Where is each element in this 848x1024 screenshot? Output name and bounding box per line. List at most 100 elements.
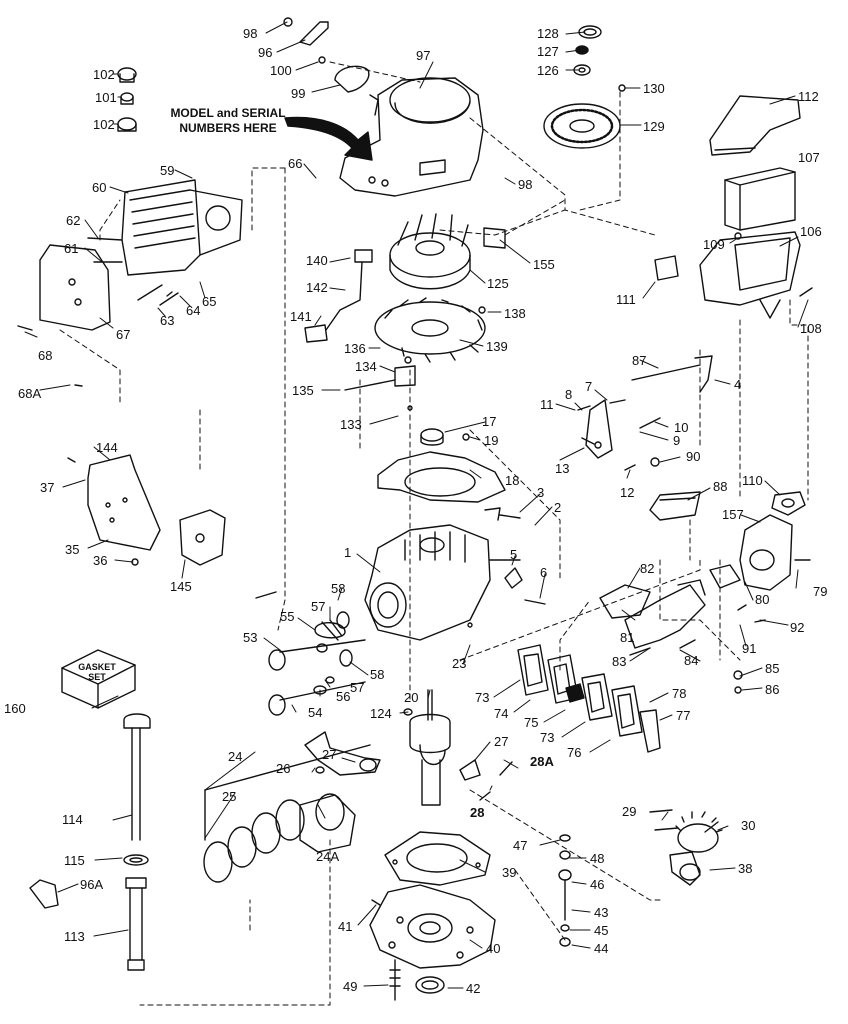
- callout-133: 133: [340, 417, 362, 432]
- callout-68A: 68A: [18, 386, 42, 401]
- callout-24A: 24A: [316, 849, 340, 864]
- callout-64: 64: [186, 303, 201, 318]
- callout-102-bottom: 102: [93, 117, 115, 132]
- cylinder-head-group: [17, 67, 243, 387]
- leader-lines: [24, 21, 809, 989]
- callout-97: 97: [416, 48, 431, 63]
- callout-23: 23: [452, 656, 467, 671]
- callout-19: 19: [484, 433, 499, 448]
- callout-45: 45: [594, 923, 609, 938]
- callout-144: 144: [96, 440, 118, 455]
- callout-125: 125: [487, 276, 509, 291]
- callout-66: 66: [288, 156, 303, 171]
- callout-96A: 96A: [80, 877, 104, 892]
- callout-102-top: 102: [93, 67, 115, 82]
- carburetor-group: [599, 491, 811, 694]
- gasket-set-label-line2: SET: [88, 672, 106, 682]
- callout-91: 91: [742, 641, 757, 656]
- callout-140: 140: [306, 253, 328, 268]
- callout-10: 10: [674, 420, 689, 435]
- callout-129: 129: [643, 119, 665, 134]
- callout-90: 90: [686, 449, 701, 464]
- callout-75: 75: [524, 715, 539, 730]
- callout-67: 67: [116, 327, 131, 342]
- callout-115: 115: [64, 853, 85, 868]
- callout-30: 30: [741, 818, 756, 833]
- callout-28: 28: [470, 805, 485, 820]
- callout-38: 38: [738, 861, 753, 876]
- callout-106: 106: [800, 224, 822, 239]
- gasket-set-label-line1: GASKET: [78, 662, 116, 672]
- callout-142: 142: [306, 280, 328, 295]
- callout-1: 1: [344, 545, 352, 560]
- callout-73-left: 73: [475, 690, 490, 705]
- callout-11: 11: [540, 397, 554, 412]
- blower-housing-group: [283, 17, 484, 197]
- dipstick-group: [29, 713, 151, 971]
- callout-139: 139: [486, 339, 508, 354]
- callout-65: 65: [202, 294, 217, 309]
- callout-36: 36: [93, 553, 108, 568]
- callout-86: 86: [765, 682, 780, 697]
- callout-2: 2: [554, 500, 562, 515]
- callout-111: 111: [616, 292, 636, 307]
- callout-63: 63: [160, 313, 175, 328]
- callout-130: 130: [643, 81, 665, 96]
- callout-43: 43: [594, 905, 609, 920]
- assembly-guide-lines: [59, 61, 809, 1006]
- callout-145: 145: [170, 579, 192, 594]
- callout-79: 79: [813, 584, 828, 599]
- callout-108: 108: [800, 321, 822, 336]
- callout-46: 46: [590, 877, 605, 892]
- callout-58-bottom: 58: [370, 667, 385, 682]
- rewind-starter-group: [543, 25, 626, 149]
- crankshaft-group: [403, 689, 513, 806]
- callout-18: 18: [505, 473, 520, 488]
- callout-47: 47: [513, 838, 528, 853]
- callout-9: 9: [673, 433, 681, 448]
- callout-73-right: 73: [540, 730, 555, 745]
- callout-134: 134: [355, 359, 377, 374]
- callout-160: 160: [4, 701, 26, 716]
- callout-98-right: 98: [518, 177, 533, 192]
- callout-80: 80: [755, 592, 770, 607]
- callout-5: 5: [510, 547, 518, 562]
- callout-88: 88: [713, 479, 728, 494]
- callout-126: 126: [537, 63, 559, 78]
- callout-85: 85: [765, 661, 780, 676]
- callout-100: 100: [270, 63, 292, 78]
- callout-17: 17: [482, 414, 497, 429]
- callout-155: 155: [533, 257, 555, 272]
- callout-27-right: 27: [494, 734, 509, 749]
- callout-53: 53: [243, 630, 258, 645]
- callout-37: 37: [40, 480, 55, 495]
- callout-41: 41: [338, 919, 353, 934]
- model-serial-note-line2: NUMBERS HERE: [179, 121, 277, 135]
- callout-13: 13: [555, 461, 570, 476]
- callout-82: 82: [640, 561, 655, 576]
- callout-12: 12: [620, 485, 635, 500]
- baffle-group: [377, 428, 506, 503]
- callout-7: 7: [585, 379, 593, 394]
- callout-112: 112: [798, 89, 819, 104]
- gasket-set-label: GASKET SET: [72, 662, 122, 682]
- flywheel-group: [304, 213, 486, 411]
- callout-109: 109: [703, 237, 725, 252]
- callout-141: 141: [290, 309, 312, 324]
- callout-29: 29: [622, 804, 637, 819]
- callout-6: 6: [540, 565, 548, 580]
- callout-44: 44: [594, 941, 609, 956]
- callout-61: 61: [64, 241, 79, 256]
- callout-99: 99: [291, 86, 306, 101]
- callout-110: 110: [742, 473, 763, 488]
- callout-107: 107: [798, 150, 820, 165]
- callout-8: 8: [565, 387, 573, 402]
- callout-55: 55: [280, 609, 295, 624]
- callout-128: 128: [537, 26, 559, 41]
- callout-84: 84: [684, 653, 699, 668]
- callout-40: 40: [486, 941, 501, 956]
- callout-60: 60: [92, 180, 107, 195]
- piston-group: [203, 731, 381, 883]
